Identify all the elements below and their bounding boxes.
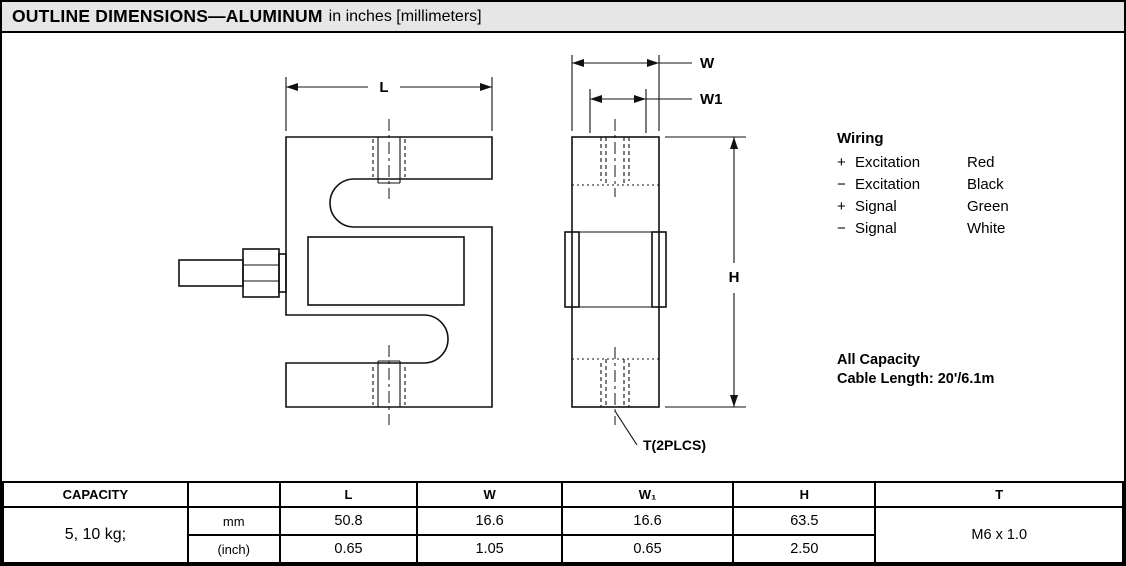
header-units [186,481,281,508]
cell-H-inch: 2.50 [732,534,877,564]
wiring-color: White [967,220,1006,237]
dim-W1-label: W1 [700,91,723,108]
side-bottom-thread [600,347,630,425]
header-L: L [278,481,419,508]
cell-L-mm: 50.8 [278,506,419,536]
header-capacity: CAPACITY [2,481,189,508]
front-view: L [178,77,493,425]
load-cell-drawing: L [178,55,746,453]
dim-L: L [285,77,493,131]
gauge-cover-right [651,231,667,308]
dim-W: W [571,55,715,131]
header-W: W [416,481,563,508]
cell-L-inch: 0.65 [278,534,419,564]
wiring-sign: + [837,198,846,215]
front-bottom-thread [372,345,406,425]
wiring-color: Green [967,198,1009,215]
page-subtitle: in inches [millimeters] [328,7,482,25]
capacity-note-line1: All Capacity [837,352,920,368]
s-beam-outline [285,136,493,408]
cell-unit-inch: (inch) [186,534,281,564]
gauge-cover-left [564,231,580,308]
cell-T: M6 x 1.0 [874,506,1124,564]
callout-T: T(2PLCS) [614,410,706,453]
dimensions-table: CAPACITY L W W₁ H T 5, 10 kg; mm 50.8 16… [2,481,1124,564]
wiring-color: Red [967,154,995,171]
cell-H-mm: 63.5 [732,506,877,536]
wiring-name: Excitation [855,176,921,193]
side-top-thread [600,119,630,197]
side-body [571,136,660,408]
side-view: W W1 H [564,55,746,453]
wiring-row: + Excitation Red [837,152,1009,174]
table-row-mm: 5, 10 kg; mm 50.8 16.6 16.6 63.5 M6 x 1.… [2,506,1124,564]
wiring-sign: − [837,220,846,237]
table-header-row: CAPACITY L W W₁ H T [2,481,1124,508]
wiring-legend: Wiring + Excitation Red − Excitation Bla… [837,130,1009,240]
cell-unit-mm: mm [186,506,281,536]
wiring-sign: − [837,176,846,193]
cell-capacity: 5, 10 kg; [2,506,189,564]
wiring-name: Signal [855,198,897,215]
wiring-name: Excitation [855,154,921,171]
wiring-row: − Excitation Black [837,174,1009,196]
cable-fitting [178,248,287,298]
dim-H-label: H [729,269,740,286]
cell-W-mm: 16.6 [416,506,563,536]
page-title: OUTLINE DIMENSIONS—ALUMINUM [12,6,323,26]
callout-T-label: T(2PLCS) [643,437,706,453]
capacity-note: All Capacity Cable Length: 20'/6.1m [837,351,994,389]
wiring-title: Wiring [837,130,884,147]
table-row-inch: (inch) 0.65 1.05 0.65 2.50 [3,534,1123,564]
title-bar: OUTLINE DIMENSIONS—ALUMINUM in inches [m… [2,2,1124,33]
dim-W-label: W [700,55,715,72]
cell-W1-mm: 16.6 [560,506,735,536]
wiring-sign: + [837,154,846,171]
wiring-name: Signal [855,220,897,237]
cell-W1-inch: 0.65 [560,534,735,564]
wiring-color: Black [967,176,1004,193]
dim-H: H [665,136,746,408]
header-T: T [874,481,1124,508]
capacity-note-line2: Cable Length: 20'/6.1m [837,371,995,387]
dim-W1: W1 [589,89,723,133]
cell-W-inch: 1.05 [416,534,563,564]
front-top-thread [372,119,406,199]
dim-L-label: L [379,79,388,96]
wiring-row: − Signal White [837,218,1009,240]
gauge-pocket [307,236,465,306]
header-W1: W₁ [560,481,735,508]
dimension-diagram: L [2,33,1124,481]
wiring-row: + Signal Green [837,196,1009,218]
header-H: H [732,481,877,508]
